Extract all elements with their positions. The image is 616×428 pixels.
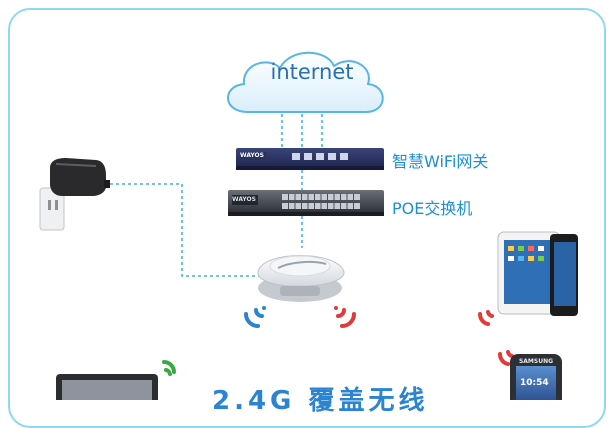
tablet-white-icon: [497, 231, 561, 315]
phone-clock: 10:54: [520, 378, 549, 388]
smartphone-icon: [510, 354, 562, 400]
coverage-caption: 2.4G 覆盖无线: [212, 386, 429, 416]
poe-switch-label: POE交换机: [392, 199, 473, 218]
access-point-device: [257, 255, 345, 302]
power-links: [110, 183, 303, 277]
wifi-signal-blue-icon: [244, 306, 266, 328]
tablet-wifi-signal-icon: [478, 310, 494, 326]
internet-label: internet: [270, 60, 354, 84]
cloud-gateway-links: [281, 114, 323, 148]
switch-brand-logo: WAYOS: [232, 196, 256, 203]
laptop-wifi-signal-icon: [162, 360, 176, 376]
diagram-drawing: [39, 51, 578, 400]
power-adapter-icon: [39, 158, 110, 231]
gateway-brand-logo: WAYOS: [240, 152, 264, 159]
laptop-icon: [56, 374, 158, 400]
tablet-black-icon: [550, 234, 578, 316]
wifi-gateway-device: [236, 148, 384, 170]
poe-switch-device: [228, 190, 384, 216]
phone-wifi-signal-icon: [498, 350, 514, 366]
phone-brand-logo: SAMSUNG: [518, 358, 554, 365]
wifi-signal-red-icon: [334, 306, 356, 328]
internet-cloud-icon: [227, 51, 384, 113]
network-diagram: internet 智慧WiFi网关 POE交换机 WAYOS WAYOS SAM…: [8, 8, 606, 428]
gateway-label: 智慧WiFi网关: [392, 152, 489, 171]
